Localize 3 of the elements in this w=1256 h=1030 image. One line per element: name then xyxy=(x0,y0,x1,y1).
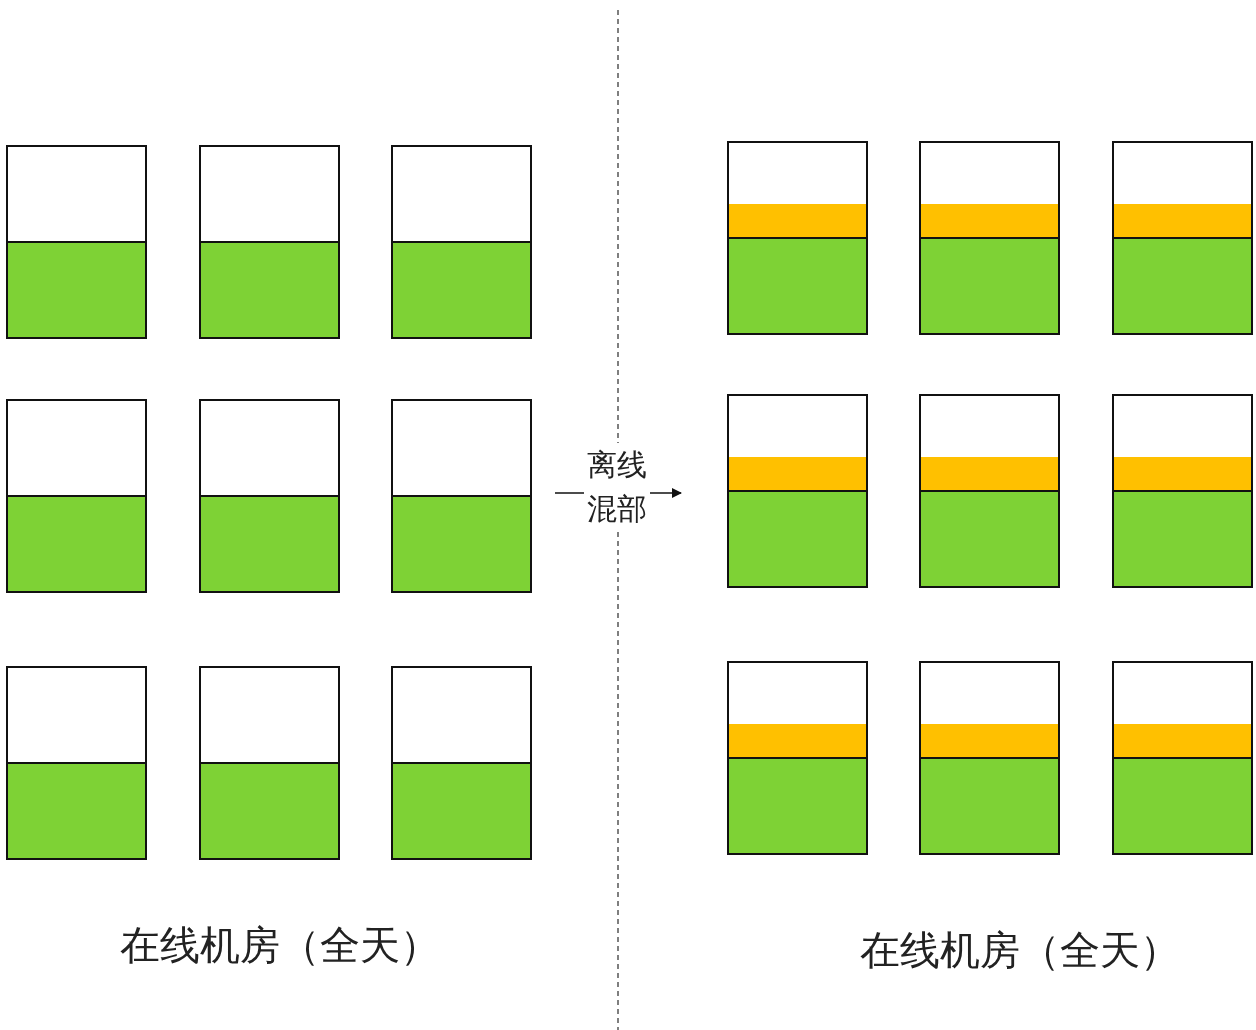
group-caption: 在线机房（全天） xyxy=(859,926,1181,975)
group-caption: 在线机房（全天） xyxy=(119,921,441,970)
arrow-label: 离线混部 xyxy=(584,443,650,530)
